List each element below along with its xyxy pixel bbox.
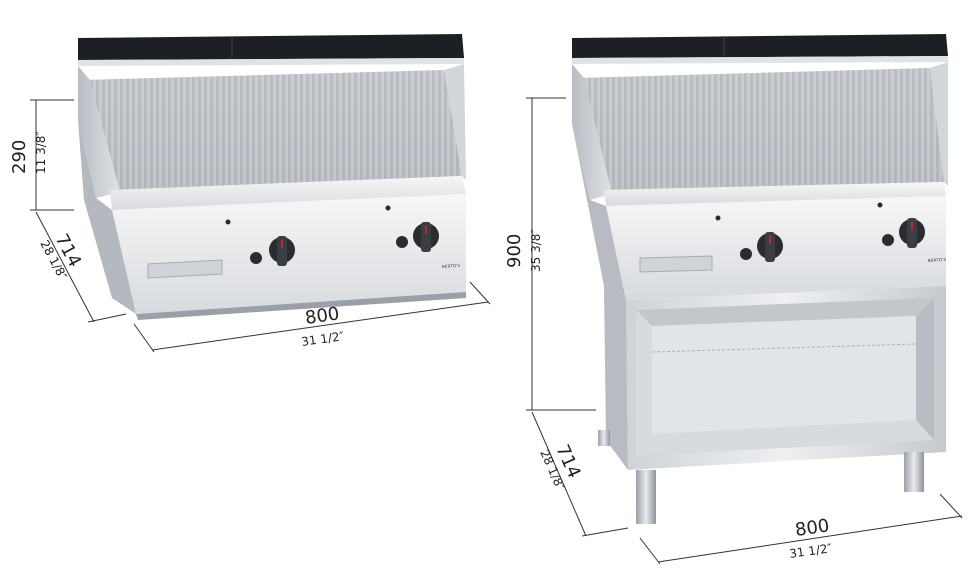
height-inch-label: 35 3/8″ — [529, 229, 543, 272]
pilot-hole — [385, 205, 391, 211]
width-inch-label: 31 1/2″ — [300, 329, 345, 349]
control-knob — [396, 222, 439, 252]
left-side-panel — [572, 64, 612, 200]
leg — [636, 470, 656, 524]
backsplash — [572, 34, 948, 58]
brand-label: BERTO'S — [442, 263, 461, 269]
width-mm-label: 800 — [304, 303, 341, 329]
front-edge — [604, 182, 946, 206]
brand-label: BERTO'S — [928, 257, 947, 263]
pilot-hole — [877, 202, 883, 208]
height-inch-label: 11 3/8″ — [34, 131, 48, 174]
control-knob — [740, 232, 783, 262]
dimension-lines-left — [30, 99, 491, 353]
height-mm-label: 900 — [504, 234, 525, 268]
control-knob — [250, 236, 295, 266]
pilot-hole — [225, 219, 231, 225]
countertop-griddle: BERTO'S — [78, 34, 466, 320]
drip-tray-handle — [147, 259, 223, 279]
leg — [598, 430, 610, 446]
width-mm-label: 800 — [794, 515, 831, 541]
front-edge — [110, 176, 466, 210]
height-mm-label: 290 — [9, 140, 30, 174]
dimension-lines-right — [526, 97, 963, 565]
leg — [904, 452, 924, 492]
rear-lip — [78, 58, 464, 66]
pilot-hole — [715, 215, 721, 221]
width-inch-label: 31 1/2″ — [788, 541, 833, 561]
griddle-on-open-cabinet: BERTO'S — [572, 34, 948, 524]
cabinet-left-side — [572, 124, 628, 470]
control-knob — [882, 218, 925, 248]
left-side-panel — [78, 66, 120, 198]
drip-tray-handle — [639, 255, 713, 273]
backsplash — [78, 34, 464, 60]
